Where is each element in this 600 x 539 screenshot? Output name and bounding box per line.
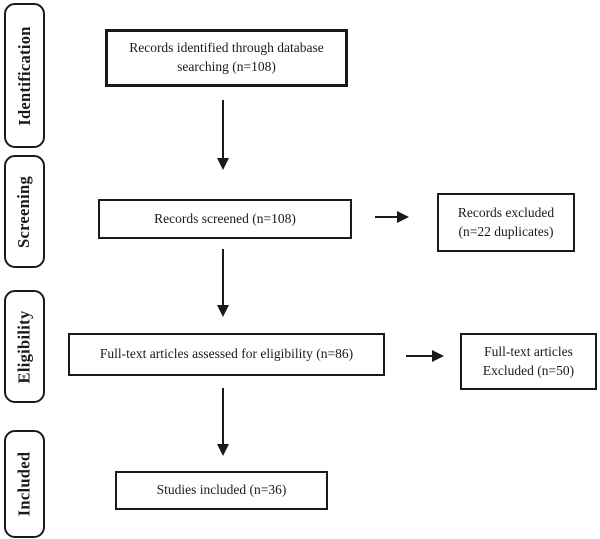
arrow-down-identified-to-screened [217,100,229,170]
box-records-excluded-line1: Records excluded [457,204,555,220]
arrow-down-assessed-to-included [217,388,229,456]
stage-eligibility-label: Eligibility [14,310,34,383]
stage-screening: Screening [4,155,45,268]
box-fulltext-excluded: Full-text articles Excluded (n=50) [460,333,597,390]
arrow-down-screened-to-assessed [217,249,229,317]
stage-identification-label: Identification [14,25,34,126]
box-fulltext-assessed: Full-text articles assessed for eligibil… [68,333,385,376]
box-records-screened: Records screened (n=108) [98,199,352,239]
arrow-shaft [222,249,224,305]
stage-screening-label: Screening [14,175,34,248]
stage-included-label: Included [14,451,34,517]
arrow-down-head-icon [217,444,229,456]
arrow-shaft [406,355,432,357]
stage-identification: Identification [4,3,45,148]
arrow-right-head-icon [432,350,444,362]
arrow-right-screened-to-excluded [375,211,409,223]
box-records-excluded-line2: (n=22 duplicates) [458,223,554,239]
box-studies-included: Studies included (n=36) [115,471,328,510]
arrow-right-assessed-to-excluded [406,350,444,362]
box-records-identified-line1: Records identified through database [129,40,324,56]
box-fulltext-assessed-line1: Full-text articles assessed for eligibil… [99,346,354,362]
stage-included: Included [4,430,45,538]
arrow-down-head-icon [217,158,229,170]
box-records-identified: Records identified through database sear… [105,29,348,87]
box-fulltext-excluded-line2: Excluded (n=50) [482,362,575,378]
arrow-shaft [222,100,224,158]
box-records-identified-line2: searching (n=108) [177,59,276,74]
box-records-excluded: Records excluded (n=22 duplicates) [437,193,575,252]
stage-eligibility: Eligibility [4,290,45,403]
box-records-screened-line1: Records screened (n=108) [154,210,296,226]
box-studies-included-line1: Studies included (n=36) [156,482,287,498]
arrow-right-head-icon [397,211,409,223]
arrow-down-head-icon [217,305,229,317]
arrow-shaft [375,216,397,218]
arrow-shaft [222,388,224,444]
box-fulltext-excluded-line1: Full-text articles [484,343,573,359]
